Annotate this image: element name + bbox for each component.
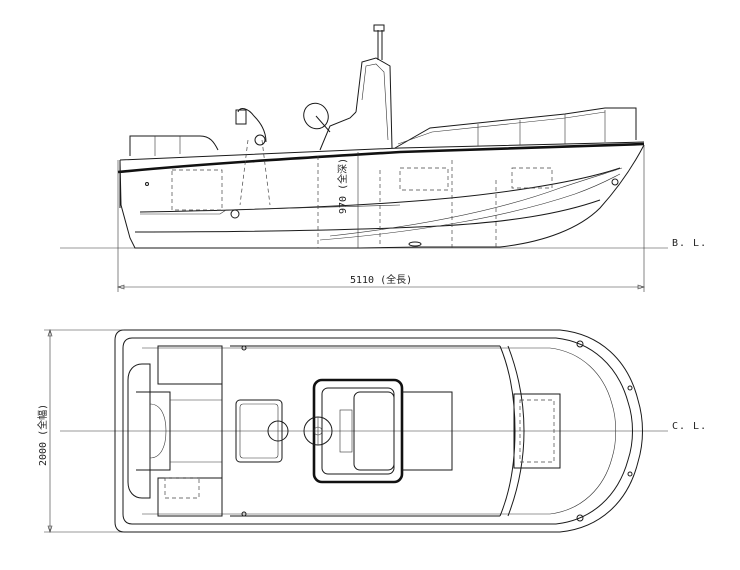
height-dim-label: 970 (全深) — [336, 158, 349, 214]
aft-seat-port — [157, 345, 223, 385]
centerline-label: C. L. — [672, 421, 707, 432]
plan-hull-inner — [122, 337, 633, 525]
stern-rail — [129, 135, 219, 156]
width-dim-label: 2000 (全幅) — [36, 404, 49, 466]
hidden-console — [171, 169, 223, 211]
hidden-tank — [164, 477, 200, 499]
spray-stripe-2 — [319, 173, 621, 241]
hidden-vert-2 — [261, 139, 271, 206]
sheer-line — [119, 141, 645, 161]
forward-casting-deck — [402, 391, 453, 471]
transom-platform — [127, 363, 151, 499]
side-view: B. L. — [60, 24, 707, 292]
plan-view: C. L. — [36, 329, 707, 533]
length-dim-label: 5110 (全長) — [350, 273, 412, 286]
hull-outline — [119, 144, 645, 249]
spray-stripe-1 — [329, 167, 623, 237]
windscreen-plan — [353, 391, 395, 471]
helm-seat — [237, 108, 267, 143]
steering-wheel — [303, 102, 329, 130]
hull-fitting — [230, 209, 240, 219]
plan-hull-outer — [114, 329, 643, 533]
baseline-label: B. L. — [672, 238, 707, 249]
cooler-seat — [235, 399, 283, 463]
chine-line-2 — [134, 199, 601, 233]
aft-seat-starboard — [157, 477, 223, 517]
console-windscreen — [355, 57, 393, 149]
hidden-box-2 — [399, 167, 449, 191]
hidden-vert-1 — [239, 139, 249, 206]
gunwale-rail — [117, 142, 645, 174]
bow-hatch — [513, 393, 561, 469]
hidden-box-3 — [511, 167, 553, 189]
console-body — [319, 111, 357, 151]
mast-light — [373, 24, 385, 32]
bow-rail — [394, 107, 637, 149]
deck-stripe — [140, 204, 401, 215]
bow-eye — [611, 178, 619, 186]
